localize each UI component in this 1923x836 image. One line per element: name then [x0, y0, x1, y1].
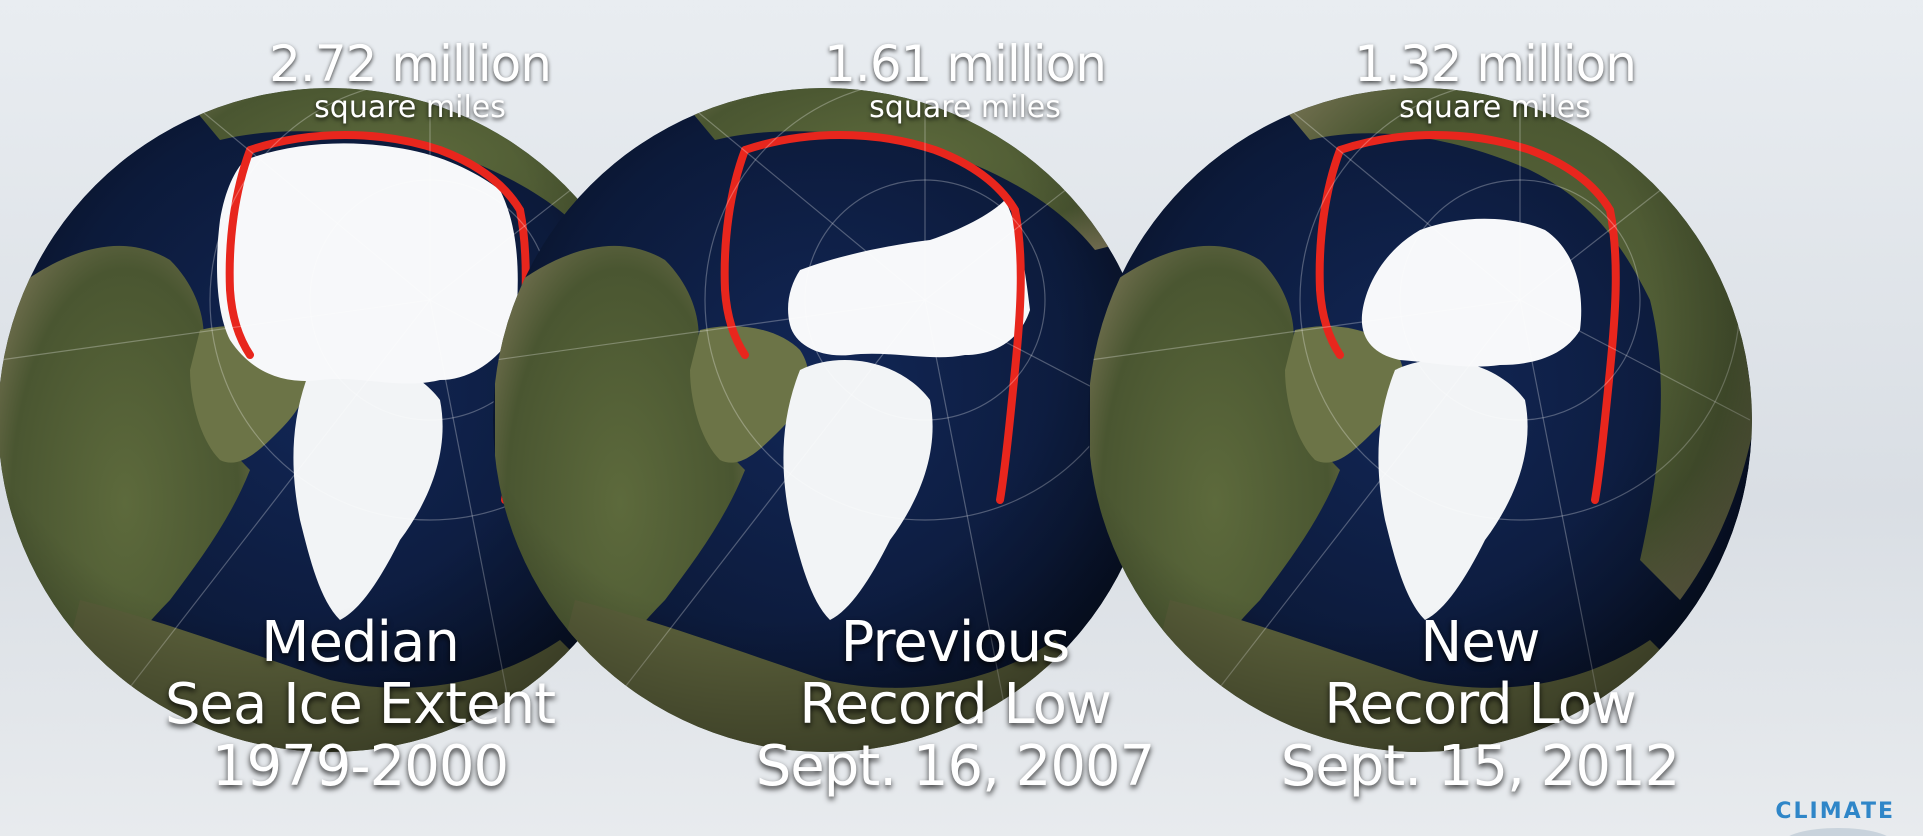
- caption-line: Median: [261, 610, 460, 675]
- caption-median: Median Sea Ice Extent 1979-2000: [80, 612, 640, 798]
- extent-label-2012: 1.32 million square miles: [1215, 36, 1775, 124]
- caption-line: New: [1420, 610, 1540, 675]
- extent-unit: square miles: [1399, 90, 1591, 125]
- extent-unit: square miles: [314, 90, 506, 125]
- globe-2007: [493, 88, 1157, 752]
- caption-line: 1979-2000: [211, 734, 509, 799]
- extent-value: 1.32 million: [1354, 35, 1637, 93]
- caption-line: Sept. 16, 2007: [755, 734, 1155, 799]
- extent-value: 2.72 million: [269, 35, 552, 93]
- globe-2012: [1088, 88, 1752, 752]
- caption-line: Record Low: [799, 672, 1112, 737]
- caption-2012: New Record Low Sept. 15, 2012: [1200, 612, 1760, 798]
- caption-line: Sea Ice Extent: [164, 672, 556, 737]
- caption-line: Previous: [840, 610, 1071, 675]
- caption-line: Sept. 15, 2012: [1280, 734, 1680, 799]
- climate-logo: CLIMATE: [1775, 799, 1895, 824]
- extent-value: 1.61 million: [824, 35, 1107, 93]
- caption-2007: Previous Record Low Sept. 16, 2007: [675, 612, 1235, 798]
- globe-median: [0, 88, 662, 752]
- extent-unit: square miles: [869, 90, 1061, 125]
- extent-label-median: 2.72 million square miles: [130, 36, 690, 124]
- logo-mark: [1783, 828, 1893, 836]
- extent-label-2007: 1.61 million square miles: [685, 36, 1245, 124]
- caption-line: Record Low: [1324, 672, 1637, 737]
